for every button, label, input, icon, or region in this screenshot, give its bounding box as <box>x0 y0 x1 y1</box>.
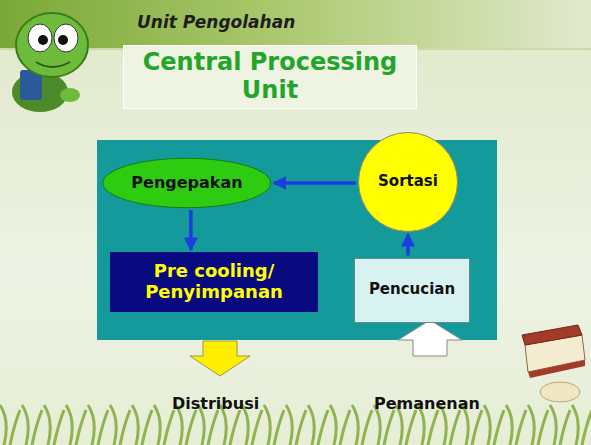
node-label: Pengepakan <box>131 174 242 192</box>
flow-arrow <box>274 181 356 185</box>
title-box: Central Processing Unit <box>123 45 417 108</box>
process-box: Pencucian <box>354 258 470 323</box>
grass-blade <box>550 405 570 445</box>
process-box: Pre cooling/ Penyimpanan <box>110 252 318 312</box>
down-block-arrow <box>190 341 250 376</box>
grass-blade <box>506 405 526 445</box>
grass-blade <box>88 405 108 445</box>
process-ellipse: Sortasi <box>358 132 458 232</box>
grass-blade <box>110 405 130 445</box>
grass-blade <box>0 405 20 445</box>
grass-blade <box>132 405 152 445</box>
grass-blade <box>352 405 372 445</box>
grass-blade <box>572 405 591 445</box>
grass-blade <box>66 405 86 445</box>
grass-blade <box>154 405 174 445</box>
grass-blade <box>484 405 504 445</box>
node-label: Pre cooling/ Penyimpanan <box>111 261 317 302</box>
grass-blade <box>22 405 42 445</box>
flow-arrow <box>189 210 193 250</box>
grass-blade <box>528 405 548 445</box>
page-title: Unit Pengolahan <box>137 12 295 32</box>
node-label: Sortasi <box>378 173 438 190</box>
node-label: Pencucian <box>369 281 455 298</box>
book-icon <box>522 325 585 402</box>
grass-blade <box>264 405 284 445</box>
stage-label: Distribusi <box>172 394 259 413</box>
process-ellipse: Pengepakan <box>102 158 271 208</box>
grass-blade <box>308 405 328 445</box>
grass-blade <box>286 405 306 445</box>
flow-arrow <box>406 234 410 256</box>
stage-label: Pemanenan <box>374 394 480 413</box>
grass-blade <box>44 405 64 445</box>
node-label: Central Processing Unit <box>124 49 416 104</box>
grass-border <box>0 405 591 445</box>
grass-blade <box>330 405 350 445</box>
up-block-arrow <box>398 320 462 356</box>
turtle-mascot <box>12 13 88 112</box>
